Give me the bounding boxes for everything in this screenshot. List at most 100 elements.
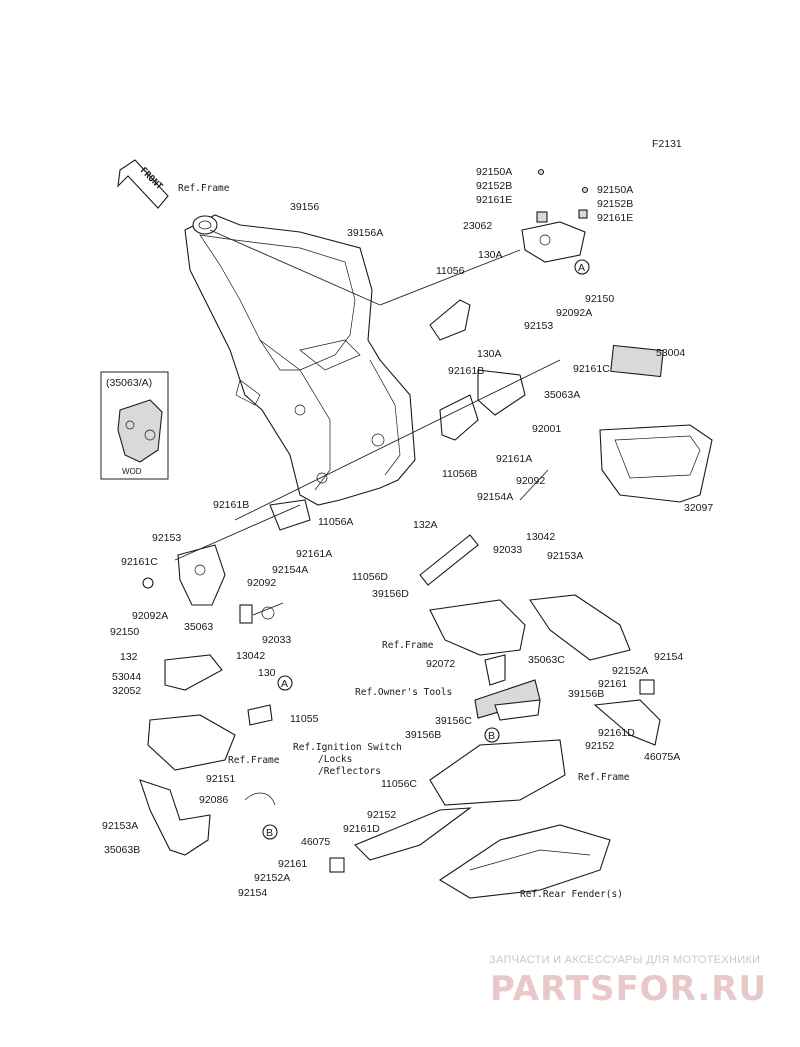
part-label: 92161A [296,548,332,560]
part-label: 92151 [206,773,235,785]
part-label: 23062 [463,220,492,232]
marker-b-icon: B [262,824,278,840]
part-label: 92092A [132,610,168,622]
battery-case-drawing [599,344,713,503]
part-label: 92161C [573,363,610,375]
ref-rear-fender-label: Ref.Rear Fender(s) [520,889,623,900]
part-label: 32052 [112,685,141,697]
part-label: 53044 [112,671,141,683]
leader-lines [174,229,561,616]
part-label: 13042 [236,650,265,662]
part-label: 35063C [528,654,565,666]
main-frame-drawing [184,214,416,506]
svg-text:B: B [266,827,273,839]
part-label: 92150A [476,166,512,178]
watermark-subtitle: ЗАПЧАСТИ И АКСЕССУАРЫ ДЛЯ МОТОТЕХНИКИ [489,954,760,966]
part-label: 92092A [556,307,592,319]
marker-a-icon: A [574,259,590,275]
subframe-drawing [329,534,661,899]
part-label: 92072 [426,658,455,670]
part-label: 92154 [238,887,267,899]
part-label: 92161C [121,556,158,568]
ref-frame-label: Ref.Frame [228,755,280,766]
part-label: 130A [478,249,503,261]
part-label: 92161E [597,212,633,224]
part-label: 11055 [290,713,319,725]
part-label: 11056A [318,516,353,528]
ref-frame-label: Ref.Frame [178,183,230,194]
part-label: 92086 [199,794,228,806]
part-label: 92161 [598,678,627,690]
part-label: 92152 [585,740,614,752]
marker-b-icon: B [484,727,500,743]
part-label: 39156D [372,588,409,600]
part-label: 92152 [367,809,396,821]
part-label: 11056 [436,265,465,277]
part-label: 13042 [526,531,555,543]
bracket-35063-drawing [142,544,275,624]
part-label: 92153A [547,550,583,562]
part-label: 132 [120,651,138,663]
part-label: 92092 [516,475,545,487]
part-label: 132A [413,519,438,531]
part-label: 92153 [152,532,181,544]
part-label: 92154 [654,651,683,663]
svg-text:A: A [578,262,585,274]
part-label: 92161E [476,194,512,206]
part-label: 92161D [598,727,635,739]
ref-frame-label: Ref.Frame [382,640,434,651]
ref-frame-label: Ref.Frame [578,772,630,783]
part-label: 130 [258,667,276,679]
ref-ignition-switch-label: Ref.Ignition Switch [293,742,402,753]
part-label: 92033 [493,544,522,556]
part-label: 92161B [213,499,249,511]
front-arrow-icon: FRONT [117,159,169,209]
part-label: 92150 [585,293,614,305]
part-label: 92150 [110,626,139,638]
part-label: 92152A [612,665,648,677]
watermark-brand: PARTSFOR.RU [490,969,767,1009]
part-label: 92150A [597,184,633,196]
part-label: 11056B [442,468,477,480]
part-label: 92161D [343,823,380,835]
inset-note: WOD [122,467,142,476]
inset-part-label: (35063/A) [106,377,152,389]
inset-box: (35063/A) WOD [100,371,169,480]
diagram-code: F2131 [652,138,682,150]
part-label: 11056C [381,778,417,790]
svg-text:B: B [488,730,495,742]
part-label: 92152A [254,872,290,884]
part-label: 39156B [568,688,604,700]
part-label: 39156A [347,227,383,239]
svg-text:A: A [281,678,288,690]
part-label: 32097 [684,502,713,514]
bracket-11056-drawing [269,299,526,531]
part-label: 92033 [262,634,291,646]
part-label: 92161 [278,858,307,870]
part-label: 35063A [544,389,580,401]
part-label: 92161B [448,365,484,377]
part-label: 11056D [352,571,388,583]
footrest-bracket-left-drawing [139,654,276,856]
part-label: 39156C [435,715,472,727]
part-label: 92153 [524,320,553,332]
marker-a-icon: A [277,675,293,691]
part-label: 92153A [102,820,138,832]
part-label: 92152B [476,180,512,192]
part-label: 39156 [290,201,319,213]
part-label: 92161A [496,453,532,465]
part-label: 92154A [272,564,308,576]
part-label: 92154A [477,491,513,503]
part-label: 35063 [184,621,213,633]
part-label: 130A [477,348,502,360]
ref-reflectors-label: /Reflectors [318,766,381,777]
part-label: 39156B [405,729,441,741]
part-label: 46075A [644,751,680,763]
part-label: 92001 [532,423,561,435]
part-label: 92152B [597,198,633,210]
ref-locks-label: /Locks [318,754,352,765]
ref-owners-tools-label: Ref.Owner's Tools [355,687,452,698]
bracket-23062-drawing [521,168,589,263]
part-labels: 92150A 92152B 92161E 23062 92150A 92152B… [102,166,713,899]
